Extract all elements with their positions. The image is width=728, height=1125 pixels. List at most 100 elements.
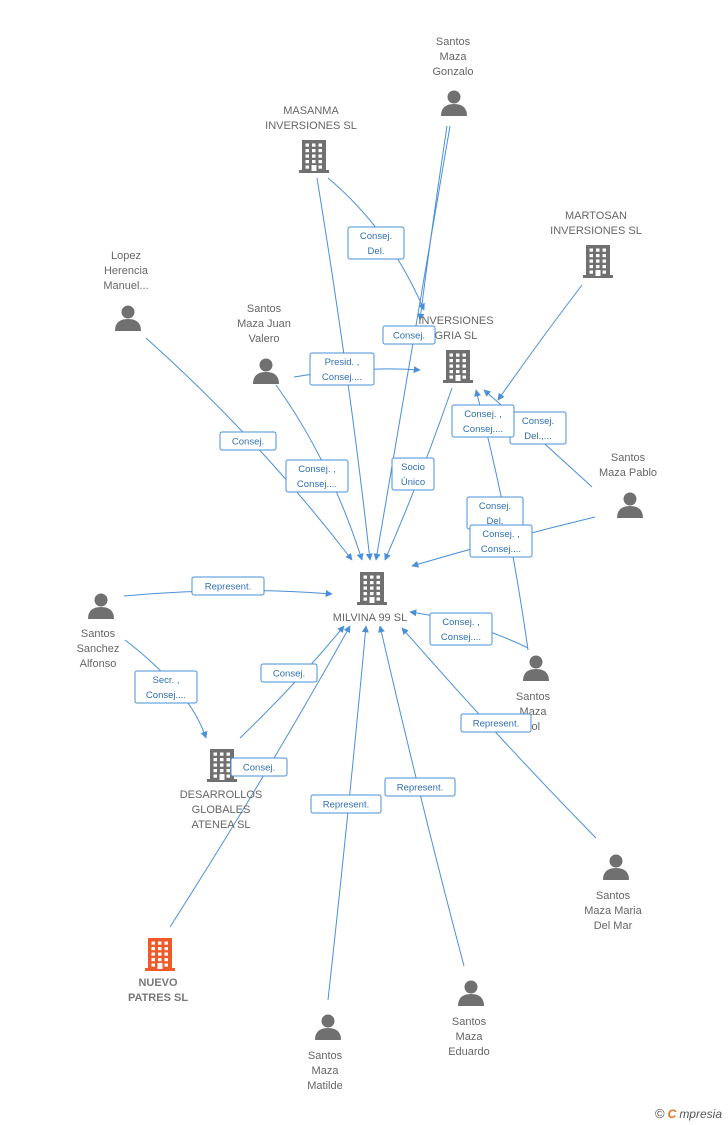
node-lopez[interactable]: LopezHerenciaManuel... [103,250,149,331]
edge-label[interactable]: Consej. [219,431,277,451]
node-label: Santos [452,1016,487,1028]
edge-label[interactable]: Consej.Del.,... [509,411,567,445]
edge-label-text: Consej. , [298,464,336,475]
edge-label[interactable]: Consej. [382,325,436,345]
edge-label[interactable]: Consej.Del. [466,496,524,530]
person-icon [253,358,279,384]
node-label: Maza Juan [237,318,291,330]
node-label: Santos [611,452,646,464]
edge-label[interactable]: Represent. [460,713,532,733]
node-label: MARTOSAN [565,210,627,222]
building-icon [207,749,237,782]
edge-label[interactable]: Represent. [310,794,382,814]
person-icon [88,593,114,619]
node-nuevopatres[interactable]: NUEVO PATRES SL [128,938,188,1004]
node-desarrollos[interactable]: DESARROLLOS GLOBALES ATENEA SL [180,749,263,831]
node-label: PATRES SL [128,992,188,1004]
node-label: Maza [456,1031,484,1043]
building-icon [443,350,473,383]
edge-line [378,625,465,967]
edge-label[interactable]: Represent. [384,777,456,797]
node-label: Del Mar [594,920,633,932]
edge-label-text: Del. [368,246,385,257]
edge-labels-layer: Consej.Del.Consej.Presid. ,Consej....Con… [134,226,567,814]
edge-label[interactable]: Consej. [260,663,318,683]
person-icon [603,854,629,880]
edge-label-text: Represent. [473,719,519,730]
edge-label-text: Único [401,477,425,488]
node-label: Santos [516,691,551,703]
edge-label-text: Represent. [323,800,369,811]
edge-label-text: Del.,... [524,431,551,442]
building-icon [299,140,329,173]
edge-label-text: Consej. [393,331,425,342]
node-label: Herencia [104,265,149,277]
person-icon [315,1014,341,1040]
node-label: MASANMA [283,105,339,117]
copyright-symbol: © [655,1106,665,1121]
edge-label-text: Consej. [479,501,511,512]
edge-label[interactable]: Presid. ,Consej.... [309,352,375,386]
node-label: Lopez [111,250,141,262]
edge-label-text: Consej. [273,669,305,680]
node-label: Maza Pablo [599,467,657,479]
node-label: Santos [308,1050,343,1062]
node-milvina[interactable]: MILVINA 99 SL [333,572,407,624]
node-label: Valero [249,333,280,345]
edge-label[interactable]: Consej. ,Consej.... [285,459,349,493]
node-label: Maza [440,51,468,63]
edge-label[interactable]: Consej. , Consej.... [469,524,533,558]
node-label: DESARROLLOS [180,789,263,801]
node-label: NUEVO [138,977,178,989]
person-icon [441,90,467,116]
node-label: ATENEA SL [191,819,250,831]
node-label: Gonzalo [433,66,474,78]
edge-label[interactable]: Consej. [230,757,288,777]
node-label: INVERSIONES [418,315,493,327]
node-label: Santos [247,303,282,315]
edge-label[interactable]: Consej. ,Consej.... [451,404,515,438]
building-icon [357,572,387,605]
brand-name: mpresia [679,1106,722,1121]
person-icon [458,980,484,1006]
edge-label-text: Presid. , [325,357,360,368]
edge-label[interactable]: Secr. ,Consej.... [134,670,198,704]
edge-label-text: Consej. [243,763,275,774]
node-label: Alfonso [80,658,117,670]
node-label: Manuel... [103,280,148,292]
edge-label-text: Consej.... [146,690,186,701]
node-label: GLOBALES [192,804,251,816]
edge-label[interactable]: Consej. ,Consej.... [429,612,493,646]
node-label: INVERSIONES SL [265,120,357,132]
edge-label-text: Consej. , [482,529,520,540]
brand-logo-letter: C [667,1106,677,1121]
node-label: MILVINA 99 SL [333,612,407,624]
node-label: Eduardo [448,1046,490,1058]
edge-label[interactable]: Consej.Del. [347,226,405,260]
node-label: Maza Maria [584,905,642,917]
person-icon [115,305,141,331]
edge-label-text: Consej. [232,437,264,448]
node-label: Sanchez [77,643,120,655]
edge-label-text: Represent. [205,582,251,593]
edge-label-text: Represent. [397,783,443,794]
edge-label-text: Consej.... [441,632,481,643]
node-masanma[interactable]: MASANMA INVERSIONES SL [265,105,357,173]
edge-line [497,284,583,401]
edge-label-text: Consej.... [481,544,521,555]
edge-label[interactable]: Represent. [191,576,265,596]
building-icon [583,245,613,278]
node-label: Matilde [307,1080,342,1092]
